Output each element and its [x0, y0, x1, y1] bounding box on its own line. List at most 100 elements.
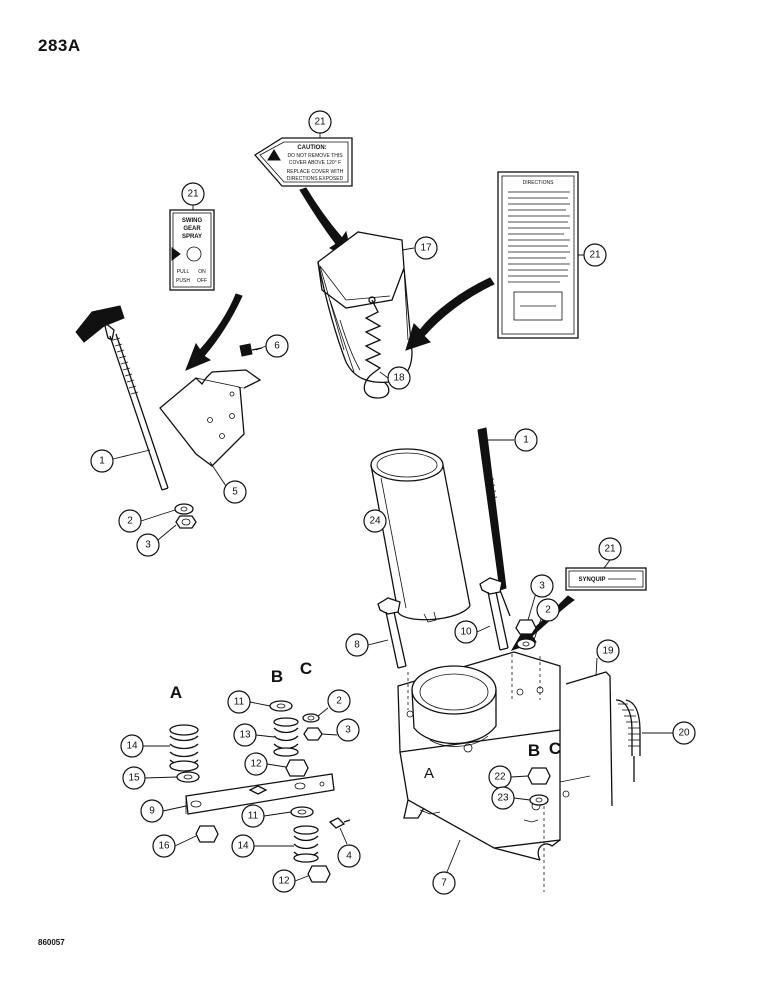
callout-3-left: 3	[136, 533, 160, 557]
callout-21-directions: 21	[583, 243, 607, 267]
nut-12-bottom	[307, 865, 331, 883]
cable-20	[615, 699, 641, 782]
bolt-8	[377, 597, 407, 669]
svg-text:20: 20	[678, 728, 690, 739]
svg-text:16: 16	[158, 841, 170, 852]
alignment-lines	[407, 654, 545, 892]
caution-line2: COVER ABOVE 120° F	[289, 160, 341, 166]
handle-1-left	[75, 305, 169, 491]
callout-21-caution: 21	[308, 110, 332, 134]
swing-pull: PULL	[177, 269, 190, 275]
swing-on: ON	[198, 269, 206, 275]
nut-3-right	[515, 619, 537, 635]
callout-2-right: 2	[536, 598, 560, 622]
callout-11-bottom: 11	[241, 804, 265, 828]
callout-16: 16	[152, 834, 176, 858]
callout-15: 15	[122, 766, 146, 790]
letter-c-body: C	[549, 739, 561, 758]
spring-14-top	[169, 724, 199, 772]
svg-text:13: 13	[239, 730, 251, 741]
callout-17: 17	[414, 236, 438, 260]
rod-19	[565, 671, 613, 807]
callout-9: 9	[140, 799, 164, 823]
svg-text:17: 17	[420, 243, 432, 254]
svg-text:5: 5	[232, 487, 238, 498]
svg-text:21: 21	[187, 189, 199, 200]
callout-19: 19	[596, 639, 620, 663]
callout-12-bottom: 12	[272, 869, 296, 893]
washer-15	[176, 771, 200, 783]
svg-text:3: 3	[145, 540, 151, 551]
nut-12-top	[285, 759, 309, 777]
caution-line1: DO NOT REMOVE THIS	[287, 153, 343, 159]
letter-c-left: C	[300, 659, 312, 678]
nut-3-stack	[303, 727, 323, 741]
callout-7: 7	[432, 871, 456, 895]
callout-8: 8	[345, 633, 369, 657]
svg-text:6: 6	[274, 341, 280, 352]
svg-text:24: 24	[369, 516, 381, 527]
washer-11-bottom	[290, 806, 314, 818]
svg-text:2: 2	[545, 605, 551, 616]
brand-decal: SYNQUIP	[565, 567, 647, 591]
nut-16	[195, 825, 219, 843]
svg-text:15: 15	[128, 773, 140, 784]
svg-text:2: 2	[336, 696, 342, 707]
svg-text:10: 10	[460, 627, 472, 638]
washer-11-top	[269, 700, 293, 712]
callout-2-left: 2	[118, 509, 142, 533]
callout-18: 18	[387, 366, 411, 390]
callout-2-stack: 2	[327, 689, 351, 713]
body-7	[397, 651, 591, 861]
svg-text:7: 7	[441, 878, 447, 889]
callout-10: 10	[454, 620, 478, 644]
svg-text:14: 14	[126, 741, 138, 752]
svg-text:19: 19	[602, 646, 614, 657]
callout-13: 13	[233, 723, 257, 747]
brand-name: SYNQUIP	[578, 577, 605, 583]
washer-2-right	[516, 638, 536, 650]
spring-14-bottom	[293, 825, 319, 863]
svg-text:18: 18	[393, 373, 405, 384]
callout-20: 20	[672, 721, 696, 745]
callout-24: 24	[363, 509, 387, 533]
svg-text:22: 22	[494, 772, 506, 783]
letter-a-left: A	[170, 683, 182, 702]
callout-14-bottom: 14	[231, 834, 255, 858]
callout-6: 6	[265, 334, 289, 358]
screw-6	[239, 343, 263, 357]
swing-line1: SWING	[182, 218, 203, 224]
svg-text:8: 8	[354, 640, 360, 651]
callout-1-right: 1	[514, 428, 538, 452]
nut-2-stack	[302, 713, 320, 723]
callout-21-brand: 21	[598, 537, 622, 561]
svg-text:21: 21	[314, 117, 326, 128]
swing-line2: GEAR	[183, 226, 201, 232]
caution-decal: CAUTION: DO NOT REMOVE THIS COVER ABOVE …	[254, 137, 353, 187]
letter-a-body: A	[424, 765, 434, 782]
spring-18	[363, 296, 390, 399]
svg-text:11: 11	[248, 811, 259, 822]
callout-23: 23	[491, 786, 515, 810]
swing-off: OFF	[197, 278, 207, 284]
callout-12-top: 12	[244, 752, 268, 776]
callout-11-top: 11	[227, 690, 251, 714]
svg-text:1: 1	[99, 456, 105, 467]
nut-3-left	[175, 515, 197, 529]
spring-13	[273, 717, 299, 757]
swing-push: PUSH	[176, 278, 190, 284]
svg-text:12: 12	[278, 876, 290, 887]
svg-text:11: 11	[234, 697, 245, 708]
nut-22	[527, 767, 551, 785]
letter-b-body: B	[528, 741, 540, 760]
svg-text:4: 4	[346, 851, 352, 862]
callout-5: 5	[223, 480, 247, 504]
caution-title: CAUTION:	[297, 145, 326, 151]
caution-line4: DIRECTIONS EXPOSED	[287, 176, 344, 182]
svg-text:23: 23	[497, 793, 509, 804]
leader-lines	[112, 133, 673, 882]
bracket-5	[159, 369, 262, 467]
svg-text:21: 21	[604, 544, 616, 555]
svg-text:3: 3	[539, 581, 545, 592]
